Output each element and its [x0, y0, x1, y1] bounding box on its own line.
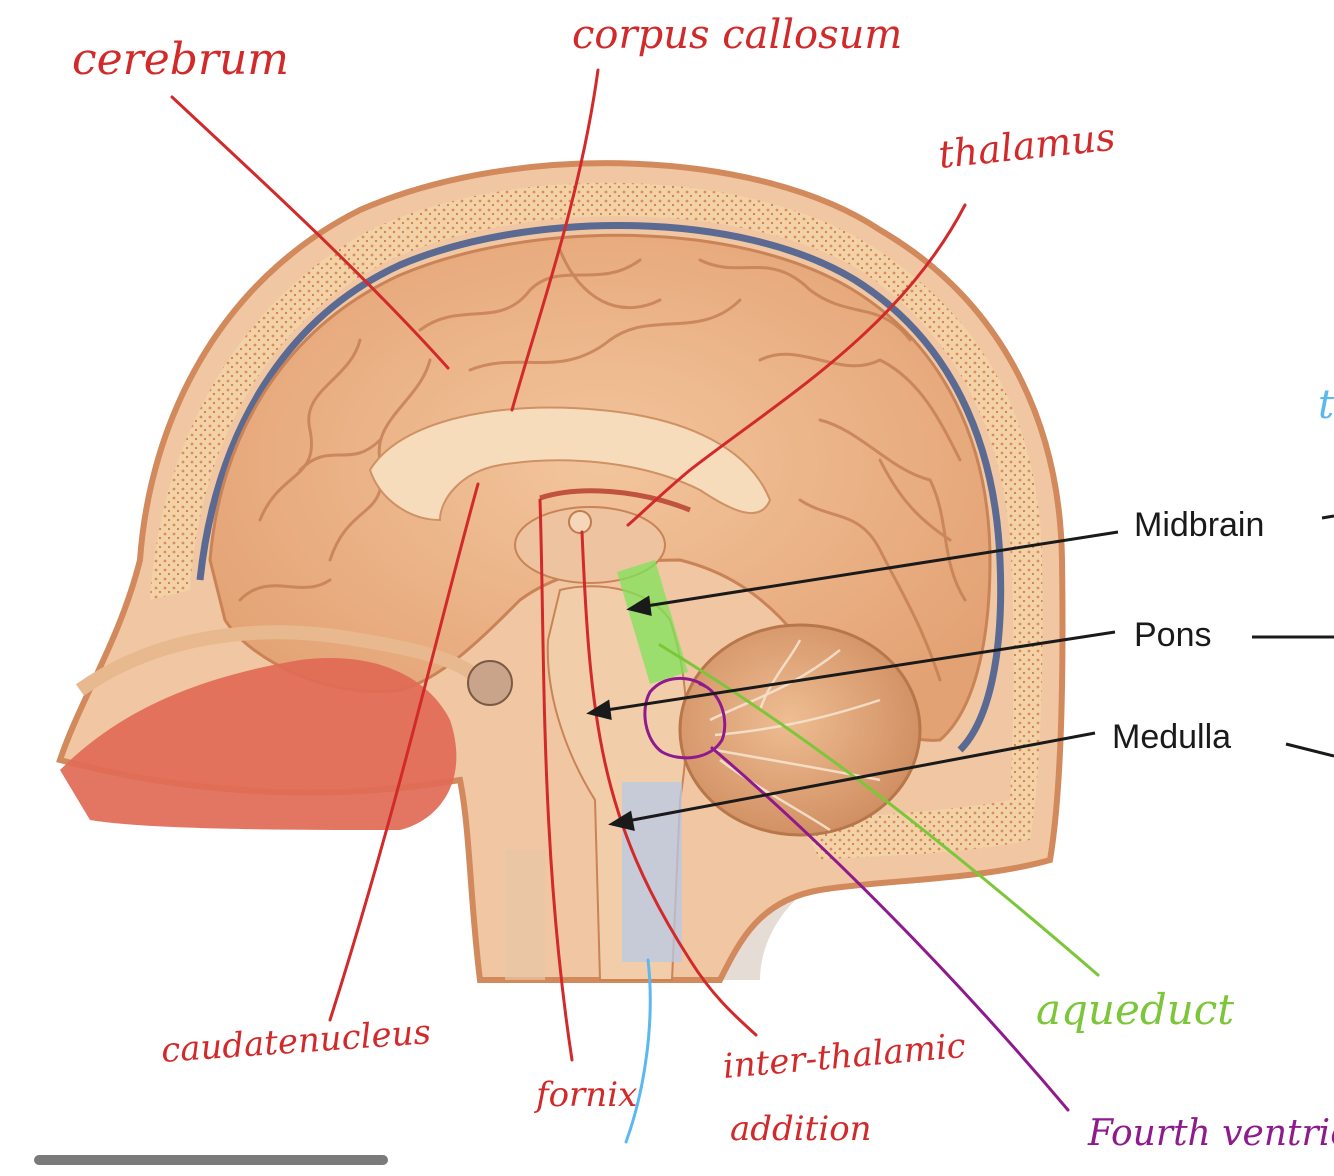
medulla-right-stub	[1286, 744, 1334, 756]
horizontal-scrollbar[interactable]	[34, 1155, 388, 1165]
label-aqueduct: aqueduct	[1036, 985, 1234, 1034]
label-medulla: Medulla	[1112, 718, 1231, 756]
midbrain-right-stub	[1322, 516, 1334, 518]
label-fornix: fornix	[533, 1075, 637, 1115]
label-thalamus: thalamus	[936, 115, 1117, 177]
label-cerebrum: cerebrum	[72, 34, 289, 85]
label-fourth-ventricle: Fourth ventricle	[1087, 1113, 1334, 1154]
spinal-canal	[505, 850, 545, 980]
label-cut-off-blue: t	[1318, 382, 1334, 428]
interthalamic-adhesion-shape	[569, 511, 591, 533]
pituitary-shape	[468, 661, 512, 705]
label-inter-thalamic-line2: addition	[730, 1109, 872, 1149]
label-midbrain: Midbrain	[1134, 506, 1264, 544]
label-caudate-nucleus: caudatenucleus	[160, 1012, 432, 1071]
label-corpus-callosum: corpus callosum	[572, 12, 902, 58]
printed-labels: Midbrain Pons Medulla	[1112, 506, 1264, 756]
label-pons: Pons	[1134, 616, 1212, 654]
label-inter-thalamic: inter-thalamic	[721, 1026, 967, 1087]
